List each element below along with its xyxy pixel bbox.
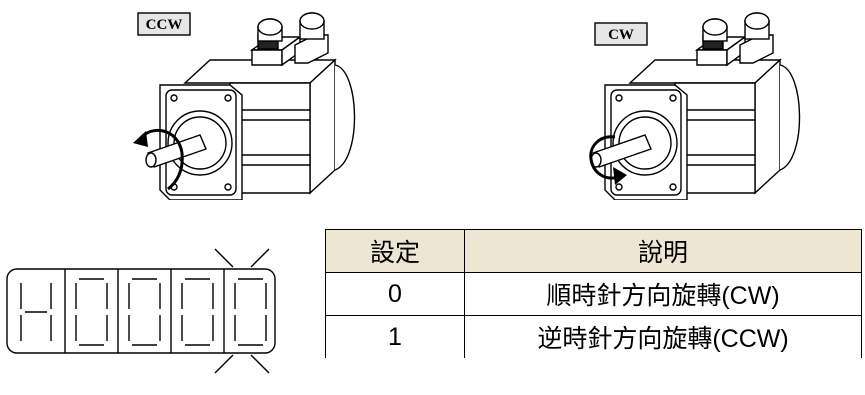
row-description: 逆時針方向旋轉(CCW) xyxy=(464,315,862,358)
row-value: 1 xyxy=(325,315,465,358)
settings-table: 設定 說明 0 順時針方向旋轉(CW) 1 逆時針方向旋轉(CCW) xyxy=(325,229,862,358)
cw-label: CW xyxy=(608,27,634,43)
display-digit-0 xyxy=(181,278,214,346)
table-header-row: 設定 說明 xyxy=(325,229,862,273)
blink-indicator-icon xyxy=(214,248,270,374)
header-setting: 設定 xyxy=(325,229,465,273)
motor-ccw-illustration: CCW xyxy=(133,12,356,200)
header-description: 說明 xyxy=(464,229,862,273)
display-digit-h xyxy=(20,283,52,341)
display-digit-0 xyxy=(75,278,108,346)
table-row: 1 逆時針方向旋轉(CCW) xyxy=(325,315,862,358)
display-digit-0-blinking xyxy=(234,278,267,346)
ccw-label: CCW xyxy=(146,17,183,33)
display-digit-0 xyxy=(128,278,161,346)
row-value: 0 xyxy=(325,272,465,316)
seven-segment-display xyxy=(6,248,276,374)
motor-cw-illustration: CW xyxy=(589,12,801,200)
row-description: 順時針方向旋轉(CW) xyxy=(464,272,862,316)
table-row: 0 順時針方向旋轉(CW) xyxy=(325,272,862,316)
